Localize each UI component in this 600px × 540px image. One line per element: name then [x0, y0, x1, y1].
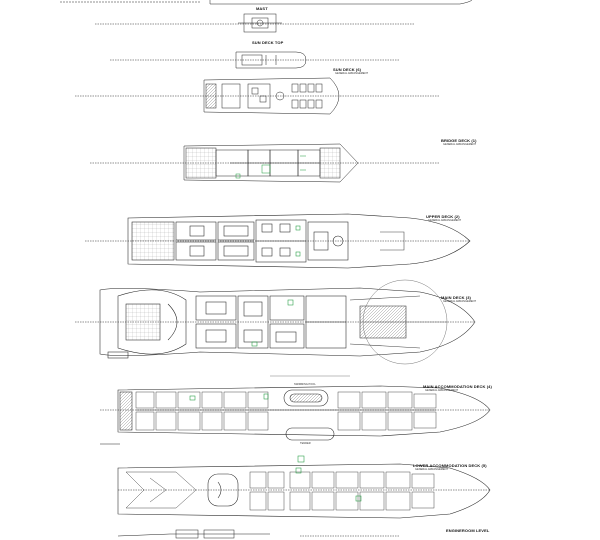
deck-label-bridge-deck: BRIDGE DECK (1)	[441, 138, 477, 143]
deck-sublabel-main-accommodation-deck: GENERAL ARRANGEMENT	[425, 389, 459, 392]
deck-label-engine-room: ENGINEROOM LEVEL	[446, 528, 490, 533]
deck-sublabel-upper-deck: GENERAL ARRANGEMENT	[428, 219, 462, 222]
deck-label-main-deck: MAIN DECK (3)	[441, 295, 471, 300]
deck-label-upper-deck: UPPER DECK (2)	[426, 214, 460, 219]
callout-tender: TENDER	[300, 442, 311, 445]
callout-pool: SWIMMING POOL	[294, 383, 316, 386]
deck-sublabel-lower-accommodation-deck: GENERAL ARRANGEMENT	[415, 468, 449, 471]
mast-plan	[95, 13, 415, 33]
top-cutoff-deck	[60, 0, 473, 5]
deck-label-sun-deck: SUN DECK (6)	[333, 67, 362, 72]
upper-deck-plan	[85, 213, 471, 269]
deck-label-mast: MAST	[256, 6, 268, 11]
deck-sublabel-bridge-deck: GENERAL ARRANGEMENT	[443, 143, 477, 146]
main-accommodation-deck-plan	[100, 375, 491, 463]
engine-room-plan	[117, 529, 400, 539]
sun-deck-plan	[75, 77, 440, 115]
bridge-deck-plan	[90, 143, 440, 183]
deck-label-sun-deck-top: SUN DECK TOP	[252, 40, 284, 45]
sun-deck-top-plan	[110, 51, 400, 69]
deck-sublabel-main-deck: GENERAL ARRANGEMENT	[443, 300, 477, 303]
lower-accommodation-deck-plan	[117, 463, 491, 519]
deck-sublabel-sun-deck: GENERAL ARRANGEMENT	[335, 72, 369, 75]
main-deck-plan	[75, 279, 476, 365]
deck-label-main-accommodation-deck: MAIN ACCOMMODATION DECK (4)	[423, 384, 492, 389]
deck-label-lower-accommodation-deck: LOWER ACCOMMODATION DECK (5)	[413, 463, 487, 468]
